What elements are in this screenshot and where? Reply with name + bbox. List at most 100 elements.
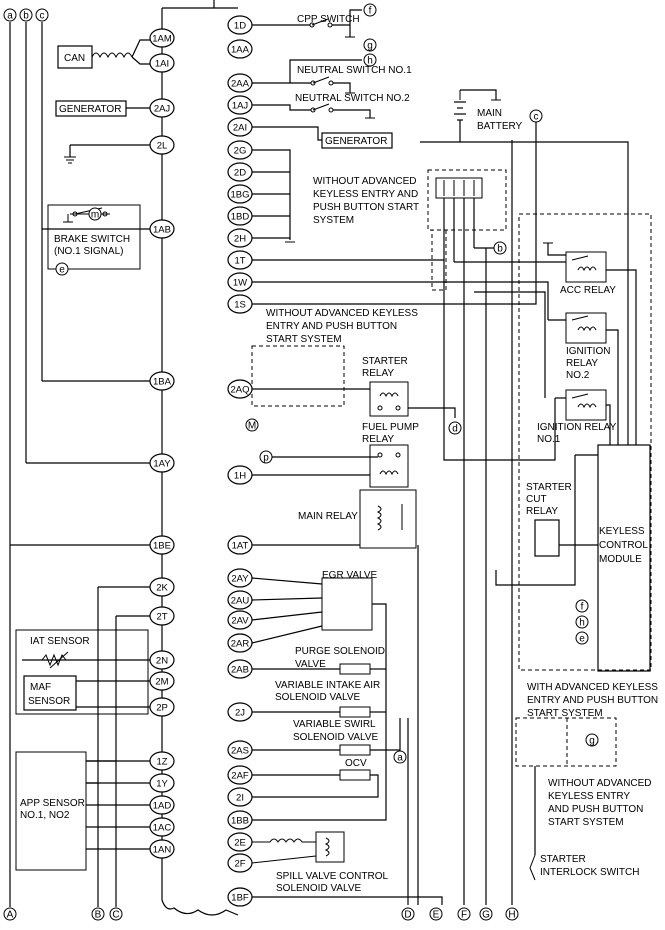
right-pin-label: 2AQ (230, 385, 249, 396)
kcm-ref-h-label: h (579, 618, 585, 629)
left-pin-1am: 1AM (149, 28, 175, 48)
starter-cut-relay: STARTER CUT RELAY (526, 482, 598, 557)
right-pin-label: 2AF (231, 771, 249, 782)
ref-circle-m-label: m (91, 210, 99, 221)
generator-left-block: GENERATOR (55, 100, 150, 117)
bottom-connector-f: F (457, 907, 471, 921)
left-pin-1an: 1AN (149, 839, 175, 859)
maf-sensor-label-1: MAF (30, 682, 51, 693)
ref-circle-M-label: M (248, 421, 256, 432)
app-sensor: APP SENSOR NO.1, NO2 (15, 751, 150, 871)
left-wires (10, 380, 150, 784)
right-pin-label: 2I (236, 793, 244, 804)
via-label-1: VARIABLE INTAKE AIR (275, 680, 380, 691)
left-pin-label: 2P (156, 703, 168, 714)
fuel-pump-relay-label-2: RELAY (362, 434, 394, 445)
right-pin-2au: 2AU (227, 590, 253, 610)
right-pin-label: 2J (235, 708, 245, 719)
acc-relay: ACC RELAY (454, 242, 637, 445)
left-pin-label: 1BE (153, 541, 171, 552)
right-pin-label: 1BF (231, 893, 249, 904)
top-connector-c: c (35, 8, 49, 22)
generator-right-label: GENERATOR (325, 136, 387, 147)
purge-solenoid: PURGE SOLENOID VALVE (252, 646, 386, 675)
bottom-connector-g-label: G (482, 910, 490, 921)
neutral-switch-1-label: NEUTRAL SWITCH NO.1 (297, 65, 412, 76)
without-akes-3-line-1: WITHOUT ADVANCED (548, 778, 652, 789)
main-battery-label-1: MAIN (477, 108, 502, 119)
left-pin-label: 1AY (153, 459, 171, 470)
right-pin-label: 1H (234, 471, 246, 482)
ref-circle-f-label: f (369, 6, 372, 17)
keyless-control-module: KEYLESS CONTROL MODULE (597, 444, 651, 672)
ref-circle-d-label: d (452, 424, 458, 435)
ref-circle-b-label: b (497, 244, 503, 255)
ref-circle-h-label: h (367, 56, 373, 67)
neutral-switch-1: NEUTRAL SWITCH NO.1 (252, 59, 412, 94)
ignition-relay-1: IGNITION RELAY NO.1 (537, 389, 617, 445)
right-pin-1h: 1H (227, 465, 253, 485)
without-akes-note-1: WITHOUT ADVANCED KEYLESS ENTRY AND PUSH … (313, 176, 419, 226)
left-pin-label: 2L (157, 141, 168, 152)
without-akes-2-line-2: ENTRY AND PUSH BUTTON (266, 321, 397, 332)
akes-lower-boxes: WITH ADVANCED KEYLESS ENTRY AND PUSH BUT… (515, 682, 658, 881)
kcm-ref-e: e (575, 631, 589, 645)
right-pin-label: 1AT (232, 541, 249, 552)
bottom-connector-b-label: B (95, 910, 102, 921)
ref-circle-M: M (245, 418, 259, 432)
right-pin-2ab: 2AB (227, 659, 253, 679)
right-pin-label: 1BD (231, 212, 250, 223)
left-pin-label: 2K (156, 583, 168, 594)
left-pin-label: 2M (155, 677, 168, 688)
ignition-relay-2-label-1: IGNITION (566, 346, 610, 357)
without-akes-3-line-2: KEYLESS ENTRY (548, 791, 630, 802)
right-pin-label: 2AB (231, 665, 249, 676)
right-pin-label: 2AU (231, 596, 250, 607)
ref-circle-g: g (363, 38, 377, 52)
right-pin-label: 2AR (231, 639, 250, 650)
right-pin-2ay: 2AY (227, 568, 253, 588)
left-pin-group: 1AM1AI2AJ2L1AB1BA1AY1BE2K2T2N2M2P1Z1Y1AD… (149, 28, 175, 859)
left-pin-label: 1Y (156, 779, 168, 790)
main-battery: MAIN BATTERY (420, 89, 629, 445)
left-pin-1ab: 1AB (149, 219, 175, 239)
app-sensor-label-1: APP SENSOR (20, 798, 85, 809)
starter-cut-label-3: RELAY (526, 506, 558, 517)
right-pin-label: 1D (234, 21, 246, 32)
without-akes-note-2: WITHOUT ADVANCED KEYLESS ENTRY AND PUSH … (251, 308, 418, 407)
ref-circle-e: e (55, 262, 69, 276)
right-pin-group: 1D1AA2AA1AJ2AI2G2D1BG1BD2H1T1W1S2AQ1H1AT… (227, 15, 253, 907)
kcm-ref-e-label: e (579, 634, 585, 645)
right-pin-label: 1BB (231, 816, 249, 827)
purge-label-2: VALVE (295, 659, 326, 670)
ignition-relay-2: IGNITION RELAY NO.2 (548, 312, 619, 445)
ref-circle-p: p (259, 450, 273, 464)
left-pin-label: 1Z (156, 757, 167, 768)
bottom-connector-e-label: E (433, 910, 440, 921)
ref-circle-a: a (393, 750, 407, 764)
left-pin-label: 2T (156, 612, 167, 623)
brake-switch-label-2: (NO.1 SIGNAL) (54, 246, 123, 257)
right-long-wires (252, 122, 598, 905)
spill-label-2: SOLENOID VALVE (276, 883, 362, 894)
starter-cut-label-1: STARTER (526, 482, 572, 493)
right-pin-1bg: 1BG (227, 184, 253, 204)
ignition-relay-1-label-1: IGNITION RELAY (537, 422, 617, 433)
right-pin-label: 2D (234, 168, 246, 179)
left-pin-1y: 1Y (149, 773, 175, 793)
main-relay: MAIN RELAY (252, 489, 417, 549)
ocv-label: OCV (345, 758, 367, 769)
starter-relay: STARTER RELAY (252, 356, 456, 418)
fuel-pump-relay-label-1: FUEL PUMP (362, 422, 419, 433)
right-pin-2aq: 2AQ (227, 379, 253, 399)
bottom-connector-c-label: C (112, 910, 119, 921)
left-pin-1z: 1Z (149, 751, 175, 771)
swirl-label-1: VARIABLE SWIRL (293, 719, 376, 730)
spill-valve: SPILL VALVE CONTROL SOLENOID VALVE (251, 831, 389, 894)
ref-circle-g-label: g (367, 41, 373, 52)
ref-circle-f: f (363, 3, 377, 17)
akes-ref-g-label: g (589, 736, 595, 747)
